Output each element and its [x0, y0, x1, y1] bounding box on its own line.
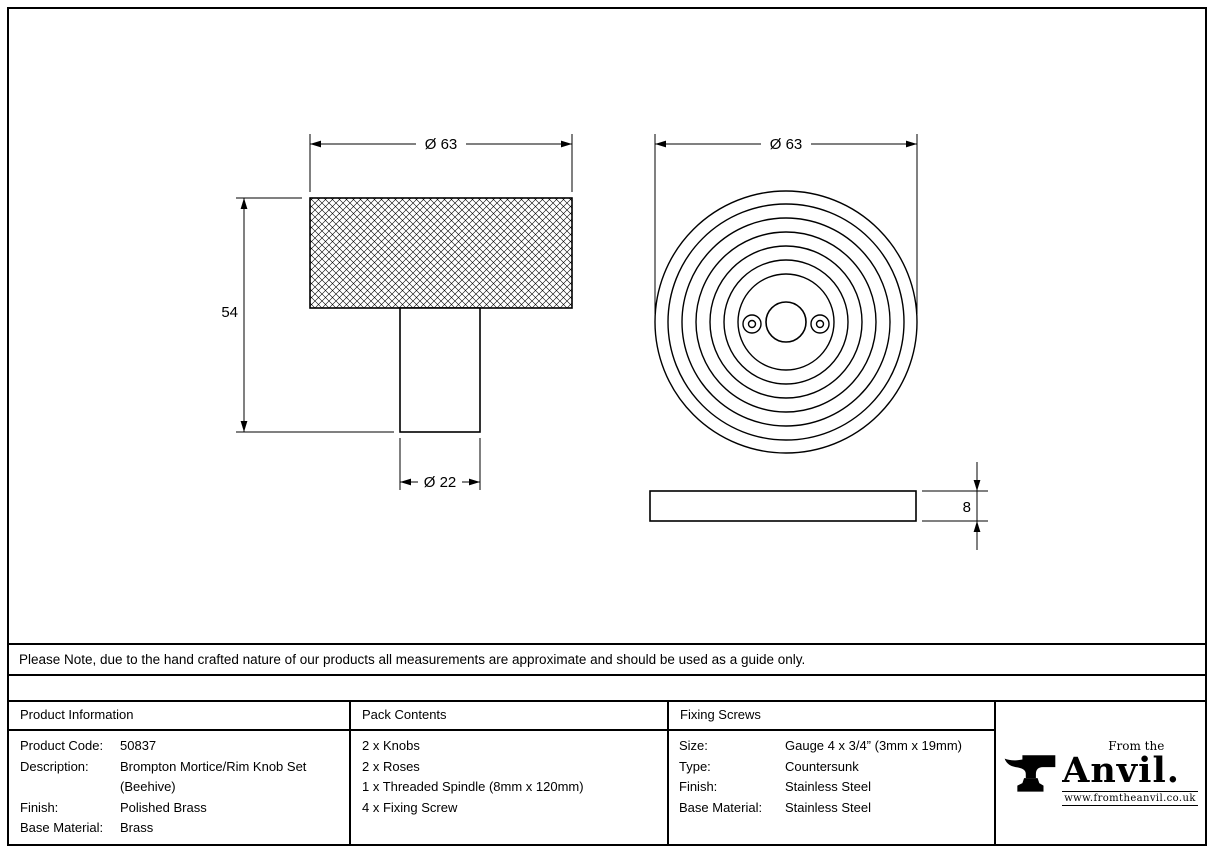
base-material-value: Brass [120, 820, 154, 835]
rose-width-dimension-label: Ø 63 [770, 136, 803, 153]
base-material-label: Base Material: [20, 820, 104, 835]
finish-value: Polished Brass [120, 799, 207, 815]
anvil-icon [1004, 755, 1056, 792]
knob-dimension-labels: Ø 63 54 Ø 22 [221, 136, 457, 491]
pack-item: 4 x Fixing Screw [362, 799, 458, 815]
base-material-row: Base Material: Brass [20, 818, 341, 839]
screw-size-label: Size: [679, 738, 708, 753]
screw-base-material-value: Stainless Steel [785, 799, 871, 815]
knob-side-view [309, 197, 573, 433]
screw-finish-row: Finish: Stainless Steel [679, 777, 986, 798]
measurement-note-text: Please Note, due to the hand crafted nat… [19, 652, 806, 667]
rose-spindle-hole [765, 301, 807, 343]
brand-logo-cell: From the Anvil. www.fromtheanvil.co.uk [996, 702, 1205, 844]
knob-height-dimension-label: 54 [221, 304, 238, 321]
section-gap [9, 676, 1205, 700]
brand-website: www.fromtheanvil.co.uk [1062, 790, 1198, 806]
product-information-body: Product Code: 50837 Description: Brompto… [9, 731, 351, 844]
pack-item: 2 x Knobs [362, 738, 420, 753]
pack-item: 1 x Threaded Spindle (8mm x 120mm) [362, 779, 584, 794]
rose-screw-holes [742, 314, 830, 334]
knob-knurled-head [309, 197, 573, 309]
description-label: Description: [20, 758, 89, 774]
knob-dimension-lines [236, 134, 573, 490]
fixing-screws-header: Fixing Screws [669, 702, 996, 731]
screw-base-material-label: Base Material: [679, 799, 763, 815]
screw-size-value: Gauge 4 x 3/4” (3mm x 19mm) [785, 738, 962, 753]
screw-type-value: Countersunk [785, 758, 859, 774]
product-information-header: Product Information [9, 702, 351, 731]
product-code-value: 50837 [120, 738, 157, 753]
finish-label: Finish: [20, 799, 59, 815]
pack-item: 2 x Roses [362, 758, 420, 774]
rose-thickness-dimension-label: 8 [963, 499, 971, 516]
knob-stem [399, 307, 481, 433]
product-code-row: Product Code: 50837 [20, 736, 341, 757]
screw-size-row: Size: Gauge 4 x 3/4” (3mm x 19mm) [679, 736, 986, 757]
product-code-label: Product Code: [20, 738, 104, 753]
brand-name: Anvil. [1062, 750, 1180, 792]
screw-finish-value: Stainless Steel [785, 779, 871, 794]
screw-base-material-row: Base Material: Stainless Steel [679, 798, 986, 819]
screw-type-label: Type: [679, 758, 711, 774]
knob-width-dimension-label: Ø 63 [425, 136, 458, 153]
brand-tagline: From the [1108, 739, 1165, 754]
technical-drawing: Ø 63 54 Ø 22 [221, 134, 988, 550]
technical-drawing-area: Ø 63 54 Ø 22 [9, 9, 1205, 643]
pack-contents-body: 2 x Knobs 2 x Roses 1 x Threaded Spindle… [351, 731, 669, 844]
fixing-screws-body: Size: Gauge 4 x 3/4” (3mm x 19mm) Type: … [669, 731, 996, 844]
brand-logo-text: From the Anvil. www.fromtheanvil.co.uk [1062, 740, 1198, 806]
measurement-note-bar: Please Note, due to the hand crafted nat… [9, 643, 1205, 676]
brand-logo: From the Anvil. www.fromtheanvil.co.uk [1003, 740, 1198, 806]
screw-type-row: Type: Countersunk [679, 757, 986, 778]
screw-finish-label: Finish: [679, 779, 718, 794]
pack-contents-header: Pack Contents [351, 702, 669, 731]
rose-thickness-dimension-lines [922, 462, 988, 550]
rose-front-view [654, 190, 918, 454]
spec-sheet: Ø 63 54 Ø 22 [7, 7, 1207, 846]
description-value: Brompton Mortice/Rim Knob Set (Beehive) [120, 758, 307, 795]
rose-side-profile [649, 490, 917, 522]
description-row: Description: Brompton Mortice/Rim Knob S… [20, 757, 341, 798]
knob-stem-dimension-label: Ø 22 [424, 474, 457, 491]
rose-dimension-lines [654, 134, 918, 314]
specification-table: Product Information Pack Contents Fixing… [9, 700, 1205, 844]
finish-row: Finish: Polished Brass [20, 798, 341, 819]
